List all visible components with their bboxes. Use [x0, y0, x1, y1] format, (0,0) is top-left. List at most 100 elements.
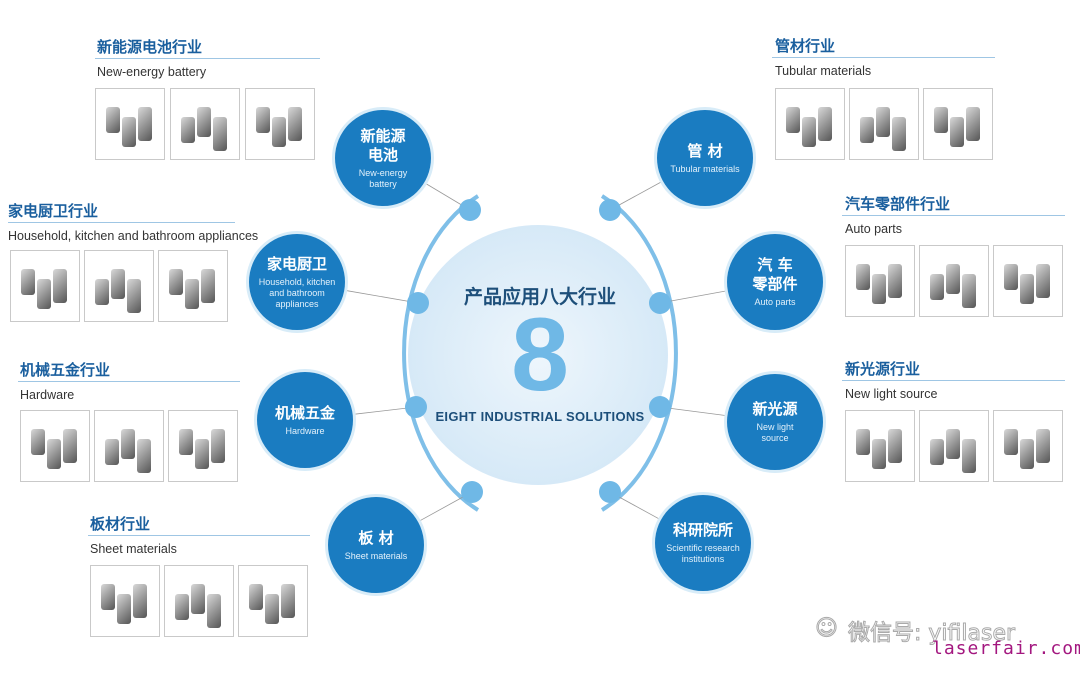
product-shape [256, 107, 270, 133]
node-label-cn: 新光源 [752, 400, 798, 418]
node-label-en: New-energy battery [358, 167, 408, 189]
product-shape [962, 274, 976, 308]
product-shape [21, 269, 35, 295]
node-label-cn: 板 材 [358, 528, 394, 547]
product-shape [786, 107, 800, 133]
industry-node: 新光源 New light source [727, 374, 823, 470]
product-shape [265, 594, 279, 624]
industry-node: 汽 车 零部件 Auto parts [727, 234, 823, 330]
ring-dot [649, 396, 671, 418]
industry-node: 板 材 Sheet materials [328, 497, 424, 593]
product-shape [53, 269, 67, 303]
product-shape [95, 279, 109, 305]
product-shape [1004, 264, 1018, 290]
product-shape [1036, 429, 1050, 463]
node-label-en: Tubular materials [670, 163, 740, 174]
panel-title: 管材行业 [775, 37, 836, 55]
lamp-tubes-photo [845, 410, 915, 482]
filters-photo [845, 245, 915, 317]
product-shape [137, 439, 151, 473]
product-shape [930, 274, 944, 300]
product-shape [888, 429, 902, 463]
right-ring-arc [600, 194, 678, 512]
product-shape [1036, 264, 1050, 298]
panel-subtitle: New-energy battery [97, 65, 207, 79]
product-shape [818, 107, 832, 141]
product-shape [1020, 274, 1034, 304]
panel-title: 板材行业 [90, 515, 151, 533]
product-shape [169, 269, 183, 295]
center-title: 产品应用八大行业 [463, 286, 616, 308]
industry-node: 新能源 电池 New-energy battery [335, 110, 431, 206]
product-shape [37, 279, 51, 309]
copper-tube-photo [849, 88, 919, 160]
node-label-en: Scientific research institutions [666, 543, 740, 564]
panel-subtitle: Sheet materials [90, 542, 177, 556]
product-shape [211, 429, 225, 463]
product-shape [121, 429, 135, 459]
node-label-en: Sheet materials [344, 550, 408, 561]
node-label-cn: 汽 车 零部件 [752, 256, 798, 293]
product-shape [101, 584, 115, 610]
node-label-en: New light source [756, 422, 794, 443]
product-shape [63, 429, 77, 463]
node-label-cn: 家电厨卫 [266, 254, 327, 273]
site-watermark: laserfair.com [932, 638, 1080, 659]
product-shape [856, 429, 870, 455]
gear-part-photo [20, 410, 90, 482]
connector-line [346, 290, 419, 304]
product-shape [892, 117, 906, 151]
ring-dot [461, 481, 483, 503]
ring-dot [599, 199, 621, 221]
industry-node: 机械五金 Hardware [257, 372, 353, 468]
steel-tube-photo [923, 88, 993, 160]
heating-element-photo [158, 250, 228, 322]
product-shape [105, 439, 119, 465]
product-shape [191, 584, 205, 614]
product-shape [47, 439, 61, 469]
product-shape [802, 117, 816, 147]
product-shape [946, 264, 960, 294]
industry-node: 家电厨卫 Household, kitchen and bathroom appl… [249, 234, 345, 330]
product-shape [946, 429, 960, 459]
product-shape [888, 264, 902, 298]
product-shape [950, 117, 964, 147]
lamp-parts-photo [993, 410, 1063, 482]
product-shape [966, 107, 980, 141]
product-shape [117, 594, 131, 624]
oven-photo [10, 250, 80, 322]
node-label-en: Auto parts [754, 297, 796, 307]
panel-divider [88, 535, 310, 536]
product-shape [197, 107, 211, 137]
product-shape [860, 117, 874, 143]
ring-dot [459, 199, 481, 221]
product-shape [213, 117, 227, 151]
node-label-cn: 新能源 电池 [360, 126, 406, 164]
spark-plugs-photo [919, 245, 989, 317]
sheet-seam-photo [164, 565, 234, 637]
panel-title: 家电厨卫行业 [8, 202, 99, 220]
panel-title: 机械五金行业 [20, 361, 111, 379]
kettle-photo [84, 250, 154, 322]
node-label-en: Household, kitchen and bathroom applianc… [258, 276, 336, 309]
product-shape [1020, 439, 1034, 469]
node-label-cn: 科研院所 [672, 521, 733, 539]
node-label-en: Hardware [285, 425, 325, 436]
panel-divider [772, 57, 995, 58]
product-shape [106, 107, 120, 133]
panel-divider [842, 380, 1065, 381]
battery-module-photo [245, 88, 315, 160]
wechat-watermark: 微信号: yifilaser [847, 621, 1016, 647]
panel-subtitle: Hardware [20, 388, 75, 402]
bent-sheet-photo [238, 565, 308, 637]
product-shape [872, 274, 886, 304]
product-shape [934, 107, 948, 133]
ring-dot [407, 292, 429, 314]
product-shape [281, 584, 295, 618]
product-shape [175, 594, 189, 620]
node-label-cn: 机械五金 [274, 403, 335, 422]
panel-divider [18, 381, 240, 382]
industry-node: 科研院所 Scientific research institutions [655, 495, 751, 591]
